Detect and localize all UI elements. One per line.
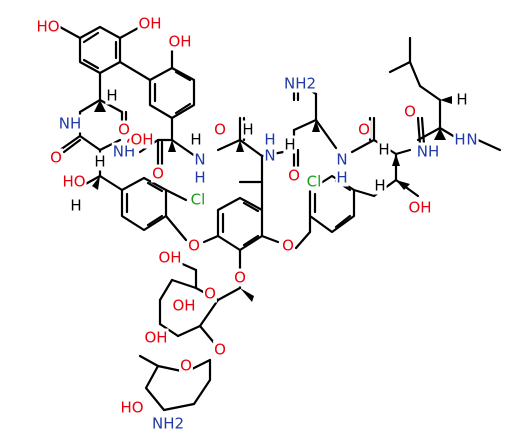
- h-nh-5-label: H: [336, 169, 347, 187]
- label-knockout: [129, 130, 155, 149]
- label-knockout: [335, 150, 349, 169]
- label-knockout: [203, 284, 217, 303]
- cl-right-label: Cl: [307, 173, 322, 191]
- label-knockout: [179, 356, 193, 375]
- h-alpha-1-label: H: [106, 87, 117, 105]
- label-knockout: [403, 102, 417, 121]
- o-amide-4-label: O: [288, 167, 300, 185]
- label-knockout: [105, 86, 119, 105]
- bond-network: [58, 25, 502, 412]
- label-knockout: [287, 166, 301, 185]
- label-knockout: [193, 168, 207, 187]
- o-acid-label: O: [118, 121, 130, 139]
- label-knockout: [213, 340, 227, 359]
- label-knockout: [213, 120, 227, 139]
- o-amide-2-label: O: [152, 165, 164, 183]
- o-sugar-ring-label: O: [204, 285, 216, 303]
- nh2-amide-label: NH2: [284, 75, 316, 93]
- oh-sugar-3-label: OH: [172, 297, 195, 315]
- label-knockout: [415, 142, 441, 161]
- n-methyl-label: N: [466, 131, 477, 149]
- h-leucine-label: H: [456, 91, 467, 109]
- label-knockout: [335, 168, 349, 187]
- label-knockout: [143, 328, 169, 347]
- oh-sugar-4-label: OH: [144, 329, 167, 347]
- label-knockout: [151, 164, 165, 183]
- label-knockout: [69, 196, 83, 215]
- h-beta-right-label: H: [374, 177, 385, 195]
- atom-labels: HO OH OH NH2 H H NH O N H O O O O O O NH…: [35, 14, 479, 433]
- o-ether-left-label: O: [188, 237, 200, 255]
- label-knockout: [157, 248, 183, 267]
- label-knockout: [453, 130, 467, 149]
- label-knockout: [117, 120, 131, 139]
- h-alpha-2-label: H: [94, 153, 105, 171]
- h-nh-3-label: H: [194, 169, 205, 187]
- label-knockout: [93, 152, 107, 171]
- label-knockout: [119, 398, 145, 417]
- oh-sugar-ch2-label: OH: [158, 249, 181, 267]
- stereo-wedges: [92, 96, 452, 302]
- label-knockout: [35, 17, 61, 36]
- h-amide-alpha-label: H: [284, 136, 295, 154]
- label-knockout: [233, 268, 247, 287]
- h-beta-label: H: [70, 197, 81, 215]
- h-alpha-3-label: H: [190, 131, 201, 149]
- o-leucine-amide-label: O: [404, 103, 416, 121]
- nh2-vanco-label: NH2: [152, 415, 184, 433]
- label-knockout: [187, 236, 201, 255]
- o-vanco-ring-label: O: [180, 357, 192, 375]
- label-knockout: [150, 414, 186, 433]
- label-knockout: [137, 14, 163, 33]
- nh-4-label: N: [264, 147, 275, 165]
- o-ether-right-label: O: [282, 237, 294, 255]
- nh-leucine-amide-label: NH: [417, 143, 440, 161]
- label-knockout: [193, 150, 207, 169]
- ho-beta-label: HO: [62, 173, 85, 191]
- label-knockout: [171, 296, 197, 315]
- label-knockout: [49, 148, 63, 167]
- nh-5-label: N: [336, 151, 347, 169]
- nh-3-label: N: [194, 151, 205, 169]
- o-amide-1-label: O: [50, 149, 62, 167]
- h-alpha-4-label: H: [242, 121, 253, 139]
- label-knockout: [377, 140, 391, 159]
- o-sugar-link-label: O: [214, 341, 226, 359]
- label-knockout: [357, 120, 371, 139]
- oh-acid-label: OH: [130, 131, 153, 149]
- o-amide-3-label: O: [214, 121, 226, 139]
- label-knockout: [305, 172, 323, 191]
- label-knockout: [167, 32, 193, 51]
- label-knockout: [282, 74, 318, 93]
- label-knockout: [189, 130, 203, 149]
- h-nh-4-label: H: [264, 131, 275, 149]
- nh-1-label: NH: [59, 115, 82, 133]
- h-alpha-5-label: H: [378, 141, 389, 159]
- oh-beta-right-label: OH: [408, 199, 431, 217]
- o-amide-5-label: O: [358, 121, 370, 139]
- label-knockout: [373, 176, 387, 195]
- label-knockout: [57, 114, 83, 133]
- label-knockout: [407, 198, 433, 217]
- label-knockout: [455, 90, 469, 109]
- oh-vanco-label: HO: [120, 399, 143, 417]
- label-knockout: [263, 130, 277, 149]
- label-knockout: [465, 130, 479, 149]
- label-knockout: [241, 120, 255, 139]
- label-knockout: [61, 172, 87, 191]
- cl-left-label: Cl: [191, 191, 206, 209]
- oh-top-left-label: HO: [36, 18, 59, 36]
- label-knockout: [263, 146, 277, 165]
- o-glycoside-label: O: [234, 269, 246, 287]
- oh-top-right-label: OH: [168, 33, 191, 51]
- label-knockout: [283, 135, 297, 154]
- label-knockout: [189, 190, 207, 209]
- h-n-methyl-label: H: [454, 131, 465, 149]
- oh-top-mid-label: OH: [138, 15, 161, 33]
- label-knockout: [281, 236, 295, 255]
